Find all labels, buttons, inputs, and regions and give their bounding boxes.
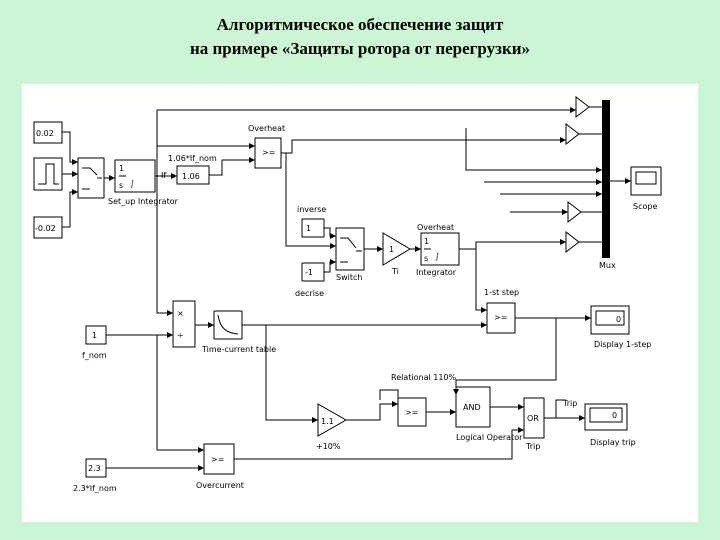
compare-first-step-block[interactable]: >= (486, 302, 516, 334)
const-m1-value: -1 (305, 268, 313, 277)
const-002-block[interactable]: 0.02 (33, 121, 63, 144)
display-trip-block[interactable]: 0 (584, 403, 628, 431)
trip-top-label: Trip (562, 399, 577, 408)
mux-input-markers (565, 95, 590, 254)
const-m002-block[interactable]: -0.02 (33, 216, 63, 239)
compare-overheat-op: >= (262, 148, 275, 157)
setup-integrator-num: 1 (119, 164, 124, 173)
integral-icon: ∫ (130, 179, 134, 188)
setup-integrator-den: s (119, 181, 123, 190)
inverse-label: inverse (297, 205, 326, 214)
display-trip-label: Display trip (590, 438, 636, 447)
display-first-step-label: Display 1-step (594, 340, 651, 349)
logical-and-block[interactable]: AND (455, 386, 491, 428)
compare-overcurrent-op: >= (211, 455, 224, 464)
gain-11-block[interactable]: 1.1 (317, 403, 348, 437)
gain-106-block[interactable]: 1.06 (176, 165, 210, 185)
compare-overcurrent-block[interactable]: >= (203, 443, 235, 475)
mux-block[interactable] (602, 100, 610, 258)
display-trip-value: 0 (612, 411, 617, 420)
overheat-integrator-bottom: Integrator (416, 268, 457, 277)
time-current-table-block[interactable] (213, 310, 243, 340)
logical-operator-label: Logical Operator (456, 433, 523, 442)
mux-label: Mux (599, 261, 616, 270)
and-label: AND (463, 403, 481, 412)
compare-first-step-op: >= (494, 313, 507, 322)
signal-lines (62, 106, 631, 471)
const-002-value: 0.02 (36, 129, 54, 138)
display-first-step-block[interactable]: 0 (590, 305, 630, 335)
switch-block[interactable] (335, 227, 365, 271)
logical-or-block[interactable]: OR (523, 397, 545, 439)
ti-gain-block[interactable]: 1 (382, 232, 411, 266)
decrise-label: decrise (295, 289, 324, 298)
const-m1-block[interactable]: -1 (301, 262, 325, 282)
overheat-integrator-block[interactable]: 1 s ∫ (420, 232, 460, 266)
const-23-block[interactable]: 2.3 (85, 458, 107, 478)
const-1-block[interactable]: 1 (301, 218, 325, 238)
fnom-value: 1 (92, 331, 97, 340)
overheat-label: Overheat (248, 124, 285, 133)
overcurrent-label: Overcurrent (196, 481, 244, 490)
const-23-value: 2.3 (88, 464, 101, 473)
ti-gain-value: 1 (389, 245, 394, 254)
relational-label: Relational 110% (391, 373, 457, 382)
const-m002-value: -0.02 (35, 224, 56, 233)
overheat-integrator-top: Overheat (417, 223, 454, 232)
gain-11-value: 1.1 (321, 417, 334, 426)
scope-label: Scope (633, 202, 657, 211)
const-1-value: 1 (306, 224, 311, 233)
fnom-block[interactable]: 1 (85, 325, 107, 345)
diagram-canvas: 0.02 -0.02 1 s ∫ Set_up Integrator If 1.… (22, 84, 698, 522)
gain-106-label: 1.06*If_nom (168, 154, 217, 163)
setup-integrator-block[interactable]: 1 s ∫ (114, 159, 156, 193)
compare-overheat-block[interactable]: >= (254, 137, 282, 169)
switch-block-setup[interactable] (77, 157, 105, 199)
fnom-label: f_nom (82, 351, 107, 360)
slide-title-line2: на примере «Защиты ротора от перегрузки» (189, 39, 531, 58)
compare-relational-block[interactable]: >= (397, 397, 427, 427)
step-signal-block[interactable] (33, 157, 63, 191)
product-block[interactable]: × ÷ (172, 300, 196, 348)
gain-106-value: 1.06 (182, 172, 200, 181)
or-label: OR (527, 414, 539, 423)
time-current-label: Time-current table (201, 345, 276, 354)
integral-icon: ∫ (435, 252, 439, 261)
compare-relational-op: >= (405, 408, 418, 417)
slide-title-line1: Алгоритмическое обеспечение защит (216, 15, 504, 34)
switch-label: Switch (336, 273, 362, 282)
const-23-label: 2.3*If_nom (73, 484, 117, 493)
first-step-label: 1-st step (484, 288, 519, 297)
product-div: ÷ (177, 331, 184, 340)
scope-block[interactable] (630, 166, 662, 196)
product-times: × (177, 309, 184, 318)
block-diagram: 0.02 -0.02 1 s ∫ Set_up Integrator If 1.… (33, 95, 662, 493)
gain-110-label: +10% (316, 442, 341, 451)
trip-label: Trip (525, 442, 540, 451)
setup-integrator-label: Set_up Integrator (108, 197, 179, 206)
overheat-integrator-num: 1 (424, 237, 429, 246)
display-first-step-value: 0 (616, 315, 621, 324)
overheat-integrator-den: s (424, 254, 428, 263)
ti-label: Ti (391, 267, 399, 276)
